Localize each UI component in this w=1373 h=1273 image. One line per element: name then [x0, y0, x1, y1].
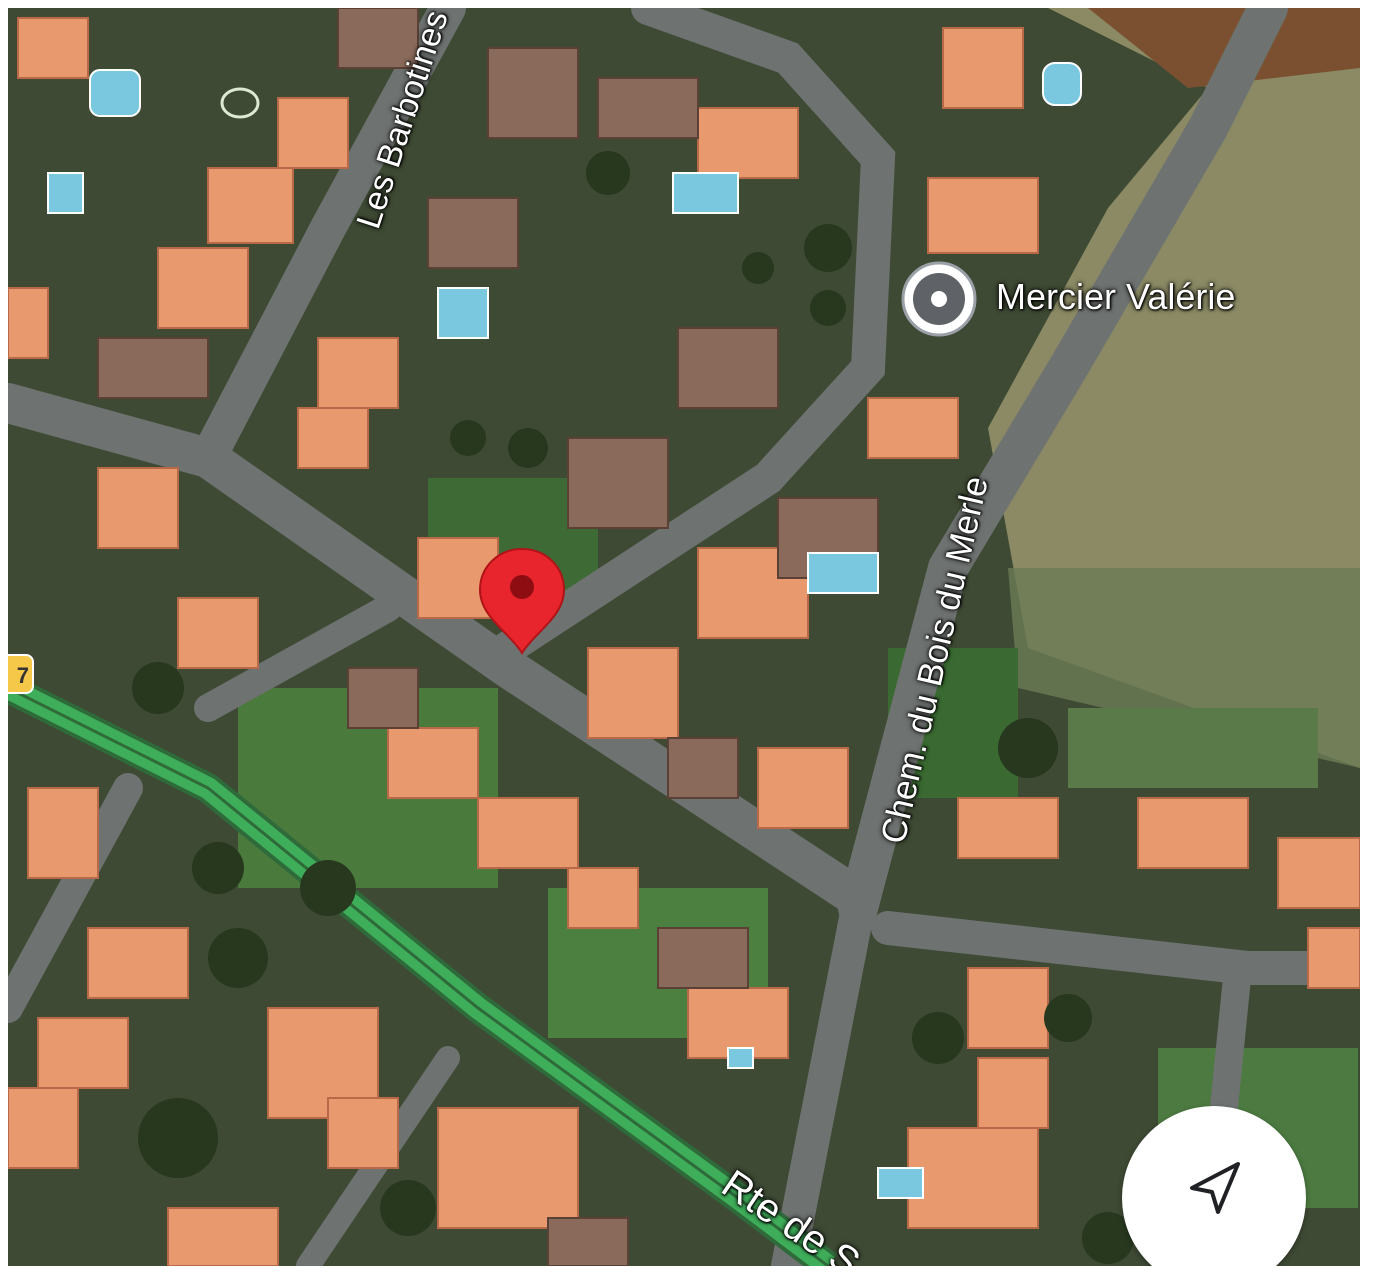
route-number-badge: 7: [8, 654, 34, 694]
satellite-map[interactable]: 7 Les Barbotines Chem. du Bois du Merle …: [8, 8, 1360, 1266]
satellite-imagery: [8, 8, 1360, 1266]
my-location-button[interactable]: [1122, 1106, 1306, 1266]
place-marker-icon[interactable]: [898, 258, 980, 340]
poi-label-mercier-valerie[interactable]: Mercier Valérie: [996, 276, 1236, 317]
red-location-pin-icon[interactable]: [476, 545, 568, 657]
navigation-arrow-icon: [1190, 1162, 1240, 1214]
